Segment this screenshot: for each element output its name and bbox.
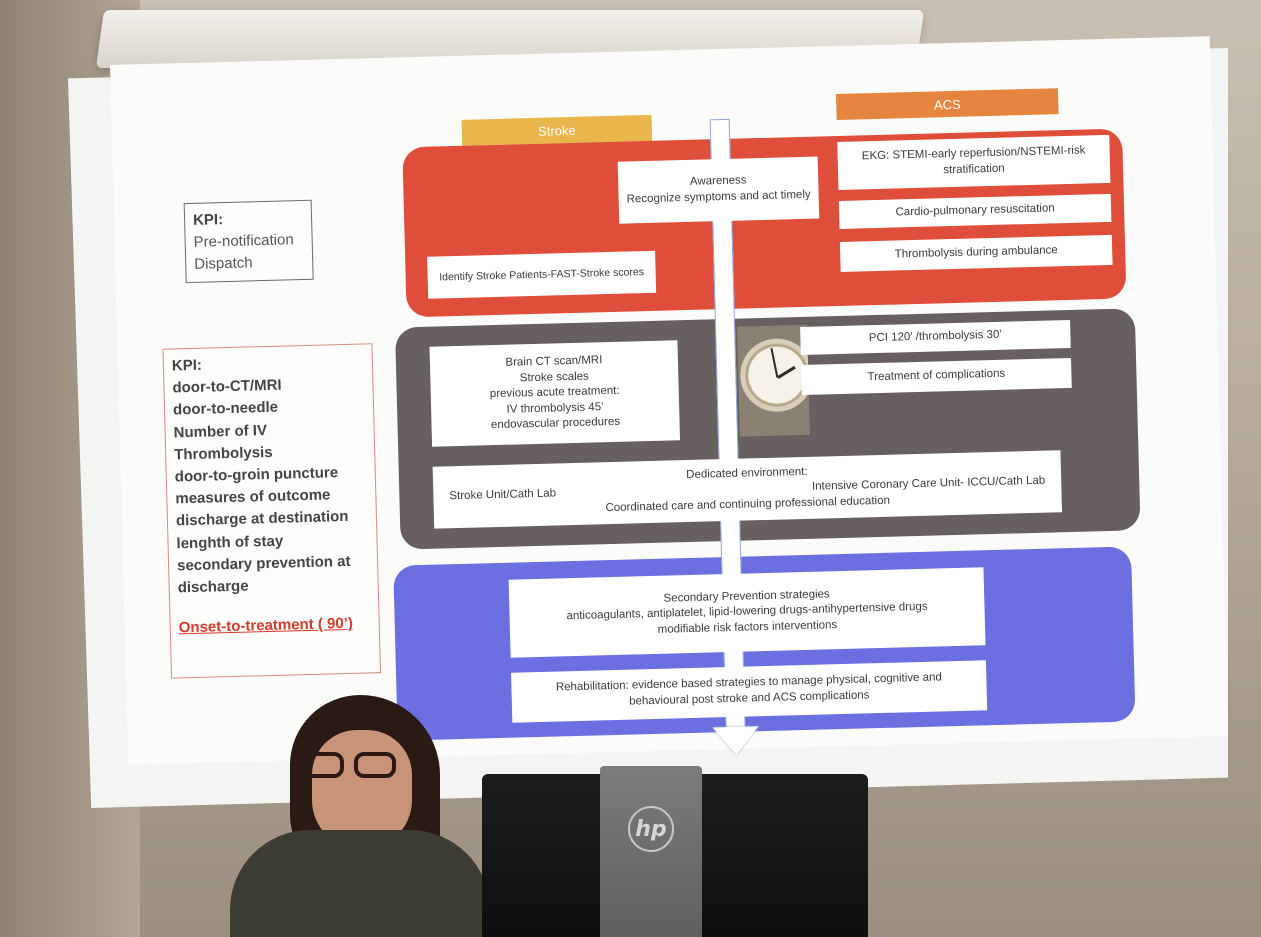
clock-image bbox=[737, 324, 810, 437]
kpi-line: discharge bbox=[177, 577, 249, 597]
projected-slide: Stroke ACS KPI: Pre-notification Dispatc… bbox=[110, 36, 1228, 765]
kpi-line: Pre-notification bbox=[193, 231, 294, 251]
kpi-line: Number of IV Thrombolysis bbox=[173, 421, 273, 464]
kpi-heading: KPI: bbox=[192, 211, 224, 229]
glasses-lens bbox=[302, 752, 344, 778]
awareness-box: Awareness Recognize symptoms and act tim… bbox=[617, 156, 820, 224]
brain-ct-box: Brain CT scan/MRI Stroke scales previous… bbox=[429, 340, 681, 447]
kpi-box-prehospital: KPI: Pre-notification Dispatch bbox=[183, 199, 314, 284]
box-line: PCI 120’ /thrombolysis 30’ bbox=[868, 328, 1003, 345]
timeline-arrow-head bbox=[712, 726, 760, 756]
hp-logo: hp bbox=[628, 806, 674, 852]
box-line: Cardio-pulmonary resuscitation bbox=[895, 202, 1055, 219]
onset-to-treatment-label: Onset-to-treatment ( 90’) bbox=[178, 614, 354, 637]
acs-header: ACS bbox=[836, 88, 1059, 120]
presenter-glasses bbox=[302, 752, 412, 780]
box-line: Thrombolysis during ambulance bbox=[894, 244, 1058, 261]
clock-hand bbox=[770, 348, 779, 378]
presenter bbox=[230, 690, 490, 937]
clock-hand bbox=[777, 365, 796, 379]
presenter-shirt bbox=[230, 830, 490, 937]
identify-stroke-box: Identify Stroke Patients-FAST-Stroke sco… bbox=[427, 250, 657, 299]
glasses-lens bbox=[354, 752, 396, 778]
box-line: Treatment of complications bbox=[867, 367, 1006, 384]
ekg-box: EKG: STEMI-early reperfusion/NSTEMI-risk… bbox=[837, 134, 1111, 190]
kpi-box-hospital: KPI: door-to-CT/MRI door-to-needle Numbe… bbox=[162, 343, 382, 679]
secondary-prevention-box: Secondary Prevention strategies anticoag… bbox=[508, 567, 986, 658]
box-line: Identify Stroke Patients-FAST-Stroke sco… bbox=[439, 266, 645, 284]
kpi-line: Dispatch bbox=[194, 253, 253, 273]
